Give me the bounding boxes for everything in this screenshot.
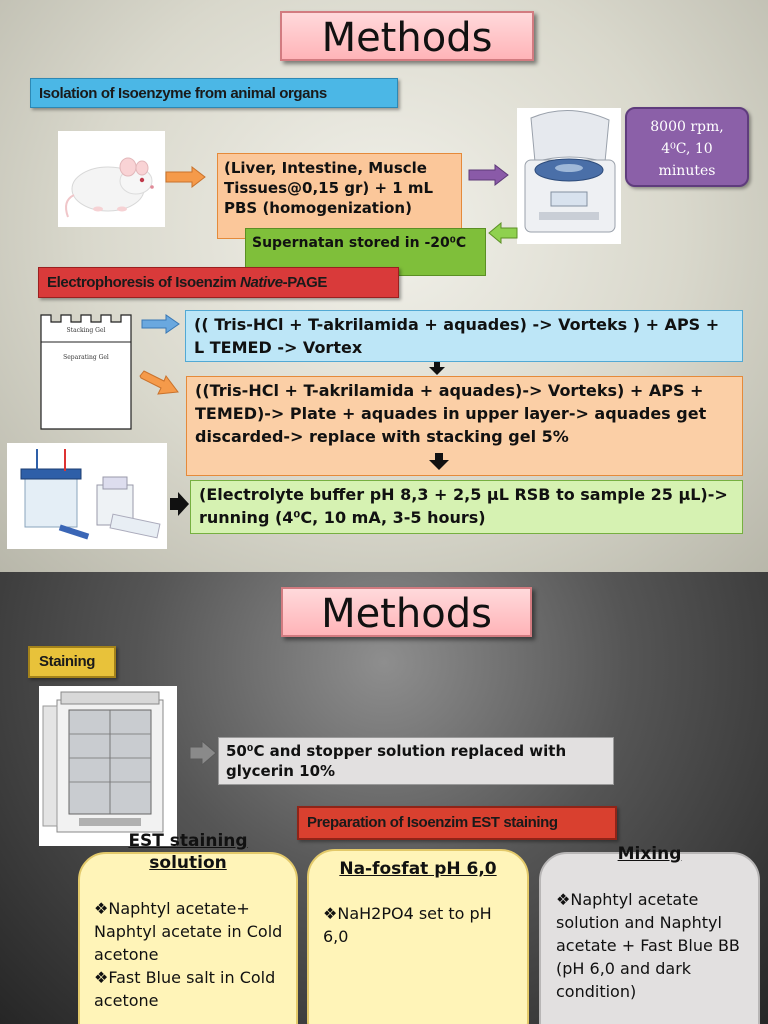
list-item: ❖Naphtyl acetate+ Naphtyl acetate in Col…: [94, 897, 288, 966]
supernatant-text: Supernatan stored in -20⁰C: [252, 235, 467, 251]
list-item-text: Naphtyl acetate+ Naphtyl acetate in Cold…: [94, 899, 283, 964]
arrow-down-right-icon: [139, 370, 179, 395]
arrow-down-icon: [429, 453, 449, 470]
col-na-fosfat-list: ❖NaH2PO4 set to pH 6,0: [323, 902, 517, 948]
list-item-text: Fast Blue salt in Cold acetone: [94, 968, 276, 1010]
electrophoresis-header-suffix: -PAGE: [282, 274, 328, 291]
tissue-box: (Liver, Intestine, Muscle Tissues@0,15 g…: [217, 153, 462, 239]
col-na-fosfat-title: Na-fosfat pH 6,0: [339, 859, 497, 879]
isolation-header: Isolation of Isoenzyme from animal organ…: [30, 78, 398, 108]
col-na-fosfat: [307, 849, 529, 1024]
step-running-text: (Electrolyte buffer pH 8,3 + 2,5 µL RSB …: [199, 485, 728, 527]
slide-1: Methods Isolation of Isoenzyme from anim…: [0, 0, 768, 572]
col-mixing-title: Mixing: [617, 844, 682, 864]
list-item: ❖Naphtyl acetate solution and Naphtyl ac…: [556, 888, 752, 1003]
col-mixing: [539, 852, 760, 1024]
electrophoresis-apparatus-image: [7, 443, 167, 549]
diamond-bullet-icon: ❖: [556, 890, 571, 909]
gel-stacking-label: Stacking Gel: [66, 327, 106, 334]
electrophoresis-header-italic: Native: [240, 274, 283, 291]
diamond-bullet-icon: ❖: [94, 968, 109, 987]
mouse-image: [58, 131, 165, 227]
step-running-box: (Electrolyte buffer pH 8,3 + 2,5 µL RSB …: [190, 480, 743, 534]
slide-2: Methods Staining 50⁰C and stopper soluti…: [0, 572, 768, 1024]
list-item-text: Naphtyl acetate solution and Naphtyl ace…: [556, 890, 740, 1001]
tissue-text: (Liver, Intestine, Muscle Tissues@0,15 g…: [224, 159, 434, 217]
list-item: ❖Fast Blue salt in Cold acetone: [94, 966, 288, 1012]
centrifuge-params-text: 8000 rpm, 4⁰C, 10 minutes: [650, 119, 724, 179]
incubator-image: [39, 686, 177, 846]
arrow-down-icon: [429, 362, 445, 375]
electrophoresis-header-prefix: Electrophoresis of Isoenzim: [47, 274, 241, 291]
step-separating-box: ((Tris-HCl + T-akrilamida + aquades)-> V…: [186, 376, 743, 476]
incubation-box: 50⁰C and stopper solution replaced with …: [218, 737, 614, 785]
arrow-right-icon: [468, 164, 509, 186]
arrow-right-icon: [165, 166, 206, 188]
col-est-title: EST staining solution: [128, 831, 248, 873]
step-stacking-box: (( Tris-HCl + T-akrilamida + aquades) ->…: [185, 310, 743, 362]
list-item: ❖NaH2PO4 set to pH 6,0: [323, 902, 517, 948]
slide-title: Methods: [280, 11, 534, 61]
electrophoresis-header: Electrophoresis of Isoenzim Native-PAGE: [38, 267, 399, 298]
col-est-staining: [78, 852, 298, 1024]
arrow-right-icon: [170, 492, 189, 516]
step-separating-text: ((Tris-HCl + T-akrilamida + aquades)-> V…: [195, 381, 707, 446]
prep-header: Preparation of Isoenzim EST staining: [297, 806, 617, 840]
col-mixing-list: ❖Naphtyl acetate solution and Naphtyl ac…: [556, 888, 752, 1003]
diamond-bullet-icon: ❖: [94, 899, 109, 918]
staining-header: Staining: [28, 646, 116, 678]
col-est-list: ❖Naphtyl acetate+ Naphtyl acetate in Col…: [94, 897, 288, 1012]
arrow-right-icon: [189, 740, 217, 766]
centrifuge-params-box: 8000 rpm, 4⁰C, 10 minutes: [625, 107, 749, 187]
arrow-right-icon: [141, 314, 180, 334]
arrow-left-icon: [488, 222, 518, 244]
slide-title: Methods: [281, 587, 532, 637]
diamond-bullet-icon: ❖: [323, 904, 338, 923]
incubation-text: 50⁰C and stopper solution replaced with …: [226, 742, 567, 780]
centrifuge-image: [517, 108, 621, 244]
gel-diagram: Stacking Gel Separating Gel: [40, 313, 132, 430]
gel-separating-label: Separating Gel: [63, 354, 109, 361]
list-item-text: NaH2PO4 set to pH 6,0: [323, 904, 492, 946]
step-stacking-text: (( Tris-HCl + T-akrilamida + aquades) ->…: [194, 315, 720, 357]
